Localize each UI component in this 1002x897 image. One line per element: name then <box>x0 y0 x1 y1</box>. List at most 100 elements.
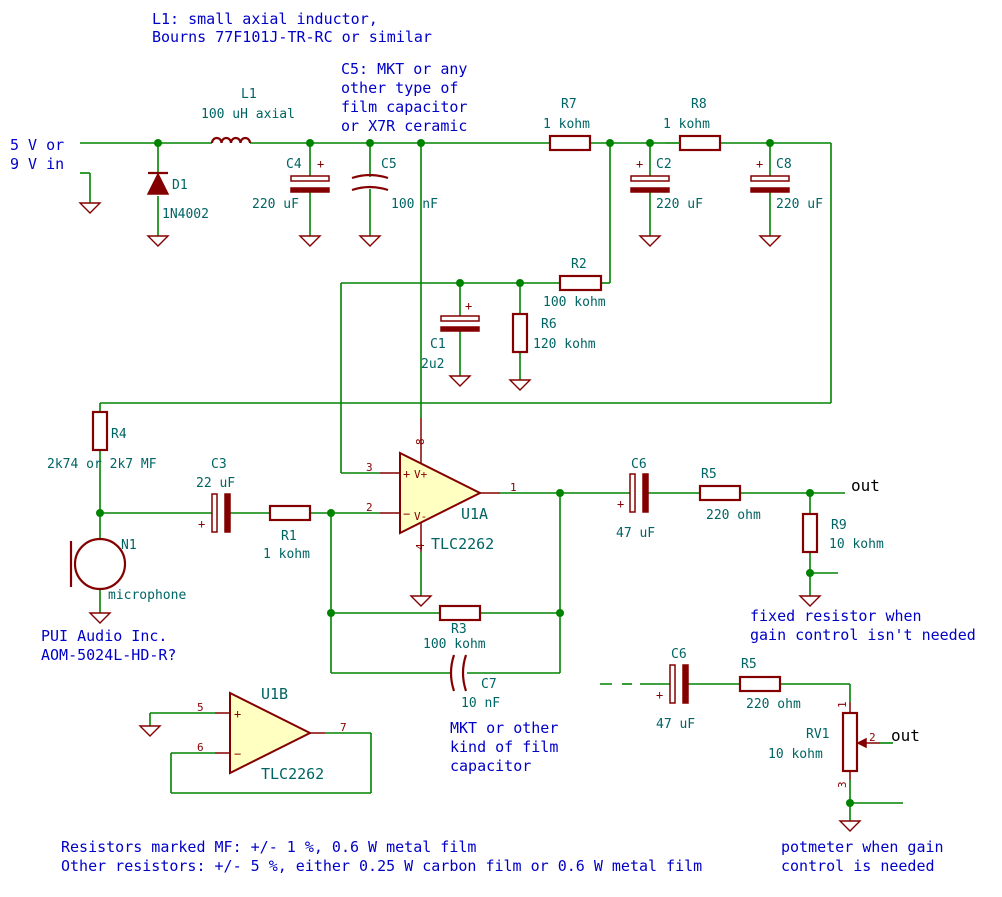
resistor-r2 <box>558 274 603 292</box>
note-pot-line2: control is needed <box>781 857 935 875</box>
opamp-u1b <box>215 691 325 775</box>
l1-value: 100 uH axial <box>201 107 295 122</box>
n1-ref: N1 <box>121 538 137 553</box>
net-out-1: out <box>851 476 880 495</box>
r5-ref: R5 <box>701 467 717 482</box>
u1a-ref: U1A <box>461 505 488 523</box>
c3-plus: + <box>198 517 205 531</box>
capacitor-c1 <box>440 315 480 332</box>
r1-ref: R1 <box>281 529 297 544</box>
diode-d1 <box>146 171 170 195</box>
rv1-value: 10 kohm <box>768 747 823 762</box>
u1a-plus-sign: + <box>403 467 410 481</box>
u1b-pin-5: 5 <box>197 701 204 714</box>
r4-value: 2k74 or 2k7 MF <box>47 457 157 472</box>
note-c5-line2: other type of <box>341 79 458 97</box>
resistor-r7 <box>548 134 592 152</box>
r7-value: 1 kohm <box>543 117 590 132</box>
capacitor-c7 <box>449 654 468 692</box>
rv1-pin-1: 1 <box>836 701 849 708</box>
inductor-l1 <box>210 136 252 144</box>
c6b-value: 47 uF <box>656 717 695 732</box>
u1b-minus-sign: − <box>234 747 241 761</box>
u1a-pin-1: 1 <box>510 481 517 494</box>
c2-value: 220 uF <box>656 197 703 212</box>
d1-value: 1N4002 <box>162 207 209 222</box>
r7-ref: R7 <box>561 97 577 112</box>
note-c5-line3: film capacitor <box>341 98 467 116</box>
note-c5-line4: or X7R ceramic <box>341 117 467 135</box>
potentiometer-rv1 <box>841 702 880 780</box>
note-l1-line2: Bourns 77F101J-TR-RC or similar <box>152 28 432 46</box>
u1a-pin-2: 2 <box>366 501 373 514</box>
resistor-r1 <box>268 504 312 522</box>
u1b-pin-7: 7 <box>340 721 347 734</box>
note-fixed-line2: gain control isn't needed <box>750 626 976 644</box>
note-c7-line2: kind of film <box>450 738 558 756</box>
resistor-r8 <box>678 134 722 152</box>
c6-ref: C6 <box>631 457 647 472</box>
u1a-vminus-label: V- <box>414 510 427 523</box>
c7-ref: C7 <box>481 677 497 692</box>
capacitor-c6-alt <box>669 664 689 704</box>
microphone-n1 <box>69 537 127 591</box>
note-c5-line1: C5: MKT or any <box>341 60 467 78</box>
u1b-plus-sign: + <box>234 707 241 721</box>
r2-ref: R2 <box>571 257 587 272</box>
r6-value: 120 kohm <box>533 337 596 352</box>
c8-ref: C8 <box>776 157 792 172</box>
rv1-ref: RV1 <box>806 727 829 742</box>
note-input-line2: 9 V in <box>10 155 64 173</box>
u1a-pin-4: 4 <box>414 543 427 550</box>
resistor-r9 <box>801 512 819 554</box>
u1b-pin-6: 6 <box>197 741 204 754</box>
r8-ref: R8 <box>691 97 707 112</box>
c4-ref: C4 <box>286 157 302 172</box>
note-footer-line2: Other resistors: +/- 5 %, either 0.25 W … <box>61 857 702 875</box>
c4-plus: + <box>317 157 324 171</box>
c5-ref: C5 <box>381 157 397 172</box>
c3-value: 22 uF <box>196 476 235 491</box>
resistor-r6 <box>511 312 529 354</box>
r9-value: 10 kohm <box>829 537 884 552</box>
r5b-ref: R5 <box>741 657 757 672</box>
r5-value: 220 ohm <box>706 508 761 523</box>
c6b-plus: + <box>656 688 663 702</box>
opamp-u1a <box>380 418 500 552</box>
u1a-minus-sign: − <box>403 507 410 521</box>
capacitor-c4 <box>290 175 330 193</box>
u1a-pin-8: 8 <box>414 438 427 445</box>
c6-plus: + <box>617 497 624 511</box>
capacitor-c3 <box>211 493 231 533</box>
capacitor-c6 <box>629 473 649 513</box>
capacitor-c8 <box>750 175 790 193</box>
c5-value: 100 nF <box>391 197 438 212</box>
note-input-line1: 5 V or <box>10 136 64 154</box>
rv1-pin-3: 3 <box>836 781 849 788</box>
resistor-r5-alt <box>738 675 782 693</box>
note-l1-line1: L1: small axial inductor, <box>152 10 378 28</box>
r1-value: 1 kohm <box>263 547 310 562</box>
note-c7-line3: capacitor <box>450 757 531 775</box>
u1b-value: TLC2262 <box>261 765 324 783</box>
r4-ref: R4 <box>111 427 127 442</box>
capacitor-c5 <box>351 173 389 192</box>
c8-plus: + <box>756 157 763 171</box>
c1-ref: C1 <box>430 337 446 352</box>
r5b-value: 220 ohm <box>746 697 801 712</box>
net-out-2: out <box>891 726 920 745</box>
r3-value: 100 kohm <box>423 637 486 652</box>
ground-symbols <box>78 202 862 832</box>
c1-plus: + <box>465 299 472 313</box>
l1-ref: L1 <box>241 87 257 102</box>
u1a-value: TLC2262 <box>431 535 494 553</box>
note-mic-line1: PUI Audio Inc. <box>41 627 167 645</box>
note-mic-line2: AOM-5024L-HD-R? <box>41 646 176 664</box>
c6-value: 47 uF <box>616 526 655 541</box>
r9-ref: R9 <box>831 518 847 533</box>
u1a-pin-3: 3 <box>366 461 373 474</box>
resistor-r5 <box>698 484 742 502</box>
c2-plus: + <box>636 157 643 171</box>
